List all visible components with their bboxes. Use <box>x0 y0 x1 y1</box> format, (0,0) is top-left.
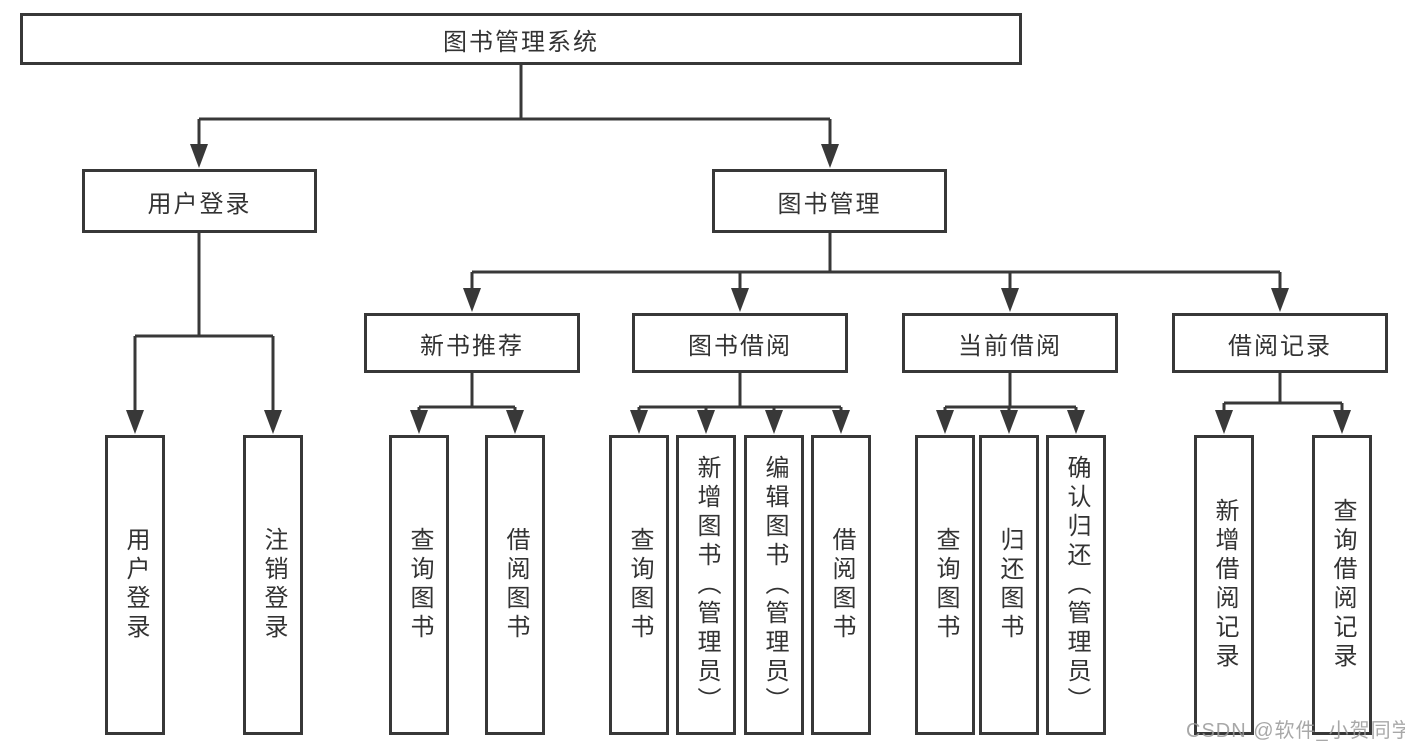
wire-new-book-rec <box>417 373 517 413</box>
arrow-icon <box>506 410 524 434</box>
node-book-borrow: 图书借阅 <box>632 313 848 373</box>
wire-user-login <box>133 233 275 413</box>
leaf-bb-add-book-admin: 新增图书（管理员） <box>676 435 736 735</box>
csdn-watermark: CSDN @软件_小贺同学 <box>1186 720 1405 742</box>
arrowheads <box>126 144 1351 434</box>
arrow-icon <box>821 144 839 168</box>
node-user-login: 用户登录 <box>82 169 317 233</box>
leaf-cb-query-book: 查询图书 <box>915 435 975 735</box>
leaf-br-add-record: 新增借阅记录 <box>1194 435 1254 735</box>
wire-book-borrow <box>637 373 843 413</box>
arrow-icon <box>1000 410 1018 434</box>
wire-root <box>197 65 832 147</box>
arrow-icon <box>731 288 749 312</box>
arrow-icon <box>1001 288 1019 312</box>
leaf-bb-edit-book-admin: 编辑图书（管理员） <box>744 435 804 735</box>
node-new-book-recommend: 新书推荐 <box>364 313 580 373</box>
leaf-cb-confirm-return-admin: 确认归还（管理员） <box>1046 435 1106 735</box>
node-current-borrow: 当前借阅 <box>902 313 1118 373</box>
arrow-icon <box>832 410 850 434</box>
arrow-icon <box>936 410 954 434</box>
arrow-icon <box>1067 410 1085 434</box>
node-book-management: 图书管理 <box>712 169 947 233</box>
leaf-user-login: 用户登录 <box>105 435 165 735</box>
leaf-logout: 注销登录 <box>243 435 303 735</box>
leaf-nbr-query-book: 查询图书 <box>389 435 449 735</box>
node-root: 图书管理系统 <box>20 13 1022 65</box>
wire-current-borrow <box>943 373 1078 413</box>
leaf-bb-borrow-book: 借阅图书 <box>811 435 871 735</box>
arrow-icon <box>630 410 648 434</box>
leaf-br-query-record: 查询借阅记录 <box>1312 435 1372 735</box>
arrow-icon <box>765 410 783 434</box>
leaf-bb-query-book: 查询图书 <box>609 435 669 735</box>
wire-book-mgmt <box>470 233 1282 291</box>
arrow-icon <box>264 410 282 434</box>
node-borrow-records: 借阅记录 <box>1172 313 1388 373</box>
leaf-nbr-borrow-book: 借阅图书 <box>485 435 545 735</box>
arrow-icon <box>410 410 428 434</box>
leaf-cb-return-book: 归还图书 <box>979 435 1039 735</box>
arrow-icon <box>190 144 208 168</box>
arrow-icon <box>1333 410 1351 434</box>
arrow-icon <box>1271 288 1289 312</box>
arrow-icon <box>463 288 481 312</box>
wire-borrow-records <box>1222 373 1344 413</box>
arrow-icon <box>697 410 715 434</box>
arrow-icon <box>1215 410 1233 434</box>
arrow-icon <box>126 410 144 434</box>
